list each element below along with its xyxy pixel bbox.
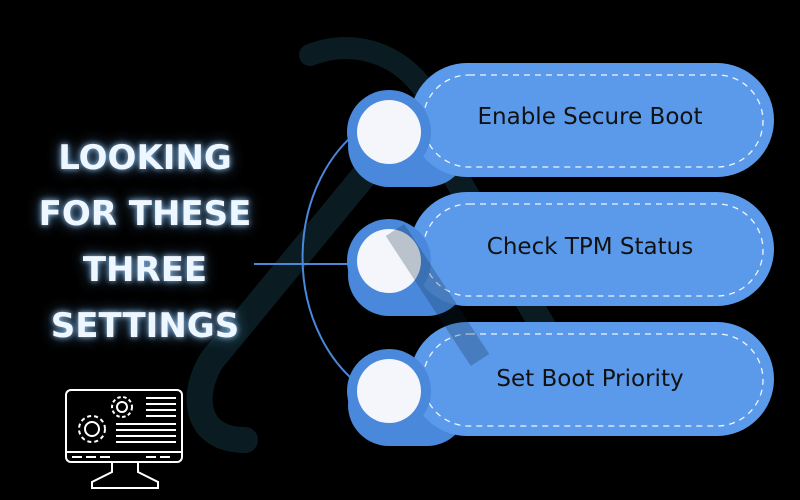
step-label-2: Check TPM Status xyxy=(486,234,694,260)
step-label-1: Enable Secure Boot xyxy=(477,104,703,130)
headline-line-4: SETTINGS xyxy=(50,306,240,346)
step-pill-3 xyxy=(347,322,774,446)
headline-line-2: FOR THESE xyxy=(38,194,252,234)
step-label-3: Set Boot Priority xyxy=(496,366,684,392)
computer-settings-icon xyxy=(65,389,183,489)
headline-line-3: THREE xyxy=(82,250,208,290)
step-node-3 xyxy=(357,359,421,423)
headline: LOOKING FOR THESE THREE SETTINGS xyxy=(20,130,270,354)
step-pill-2 xyxy=(347,192,774,316)
headline-line-1: LOOKING xyxy=(58,138,232,178)
step-node-1 xyxy=(357,100,421,164)
step-node-2 xyxy=(357,229,421,293)
step-pill-1 xyxy=(347,63,774,187)
connector-bracket xyxy=(254,127,363,388)
